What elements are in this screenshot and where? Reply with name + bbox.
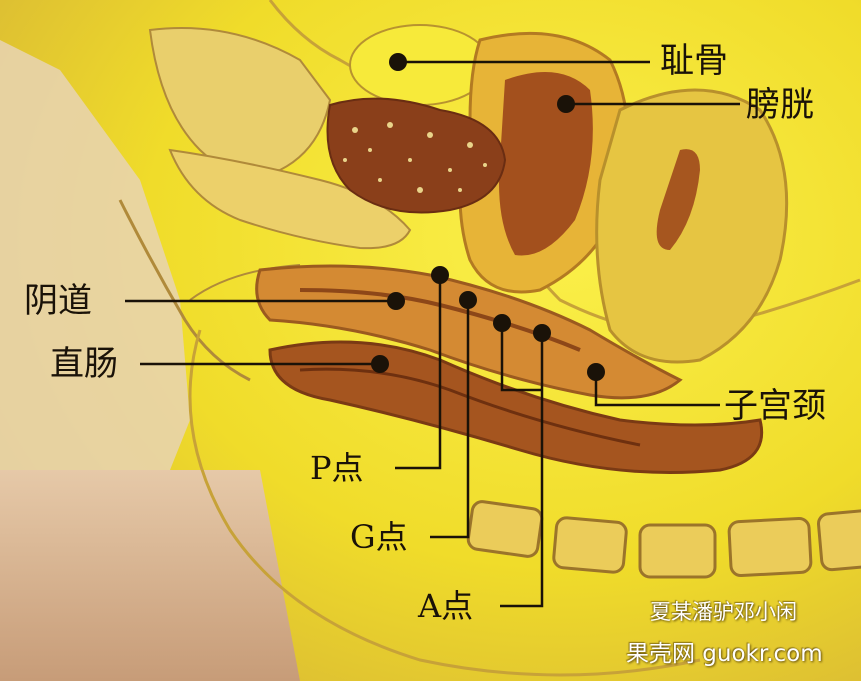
- leader-p-spot: [395, 275, 442, 470]
- marker-dots: [371, 53, 605, 381]
- pubic-bone-shape: [349, 24, 491, 106]
- label-cervix: 子宫颈: [724, 386, 826, 426]
- dot-a-spot-2: [533, 324, 551, 342]
- partner-hand: [168, 148, 412, 250]
- intestine-specks: [343, 122, 487, 193]
- bed-area: [0, 470, 300, 681]
- dot-rectum: [371, 355, 389, 373]
- lower-outline: [188, 329, 701, 677]
- uterus-body: [595, 88, 789, 364]
- label-p-spot: P点: [310, 449, 364, 487]
- label-vagina: 阴道: [24, 281, 92, 321]
- spine: [466, 500, 861, 579]
- leader-a-spot: [500, 333, 544, 608]
- label-g-spot: G点: [350, 518, 408, 556]
- leader-lines: [125, 60, 740, 608]
- dot-a-spot-1: [493, 314, 511, 332]
- leader-cervix: [594, 372, 720, 407]
- dot-cervix: [587, 363, 605, 381]
- watermark-site: 果壳网 guokr.com: [626, 641, 823, 667]
- dot-g-spot: [459, 291, 477, 309]
- dot-pubic-bone: [389, 53, 407, 71]
- skin-area: [0, 40, 190, 470]
- bladder-inner: [499, 72, 593, 256]
- leader-a-connector: [500, 323, 542, 392]
- leader-g-spot: [430, 300, 470, 539]
- watermark-author: 夏某潘驴邓小闲: [650, 600, 797, 624]
- label-rectum: 直肠: [50, 344, 118, 384]
- label-a-spot: A点: [418, 587, 474, 625]
- rectum-wall: [299, 367, 641, 447]
- dot-p-spot: [431, 266, 449, 284]
- label-pubic-bone: 耻骨: [660, 41, 728, 81]
- label-bladder: 膀胱: [746, 85, 814, 125]
- uterus-cavity: [656, 149, 700, 250]
- dot-bladder: [557, 95, 575, 113]
- intestine-mass: [326, 97, 507, 214]
- dot-vagina: [387, 292, 405, 310]
